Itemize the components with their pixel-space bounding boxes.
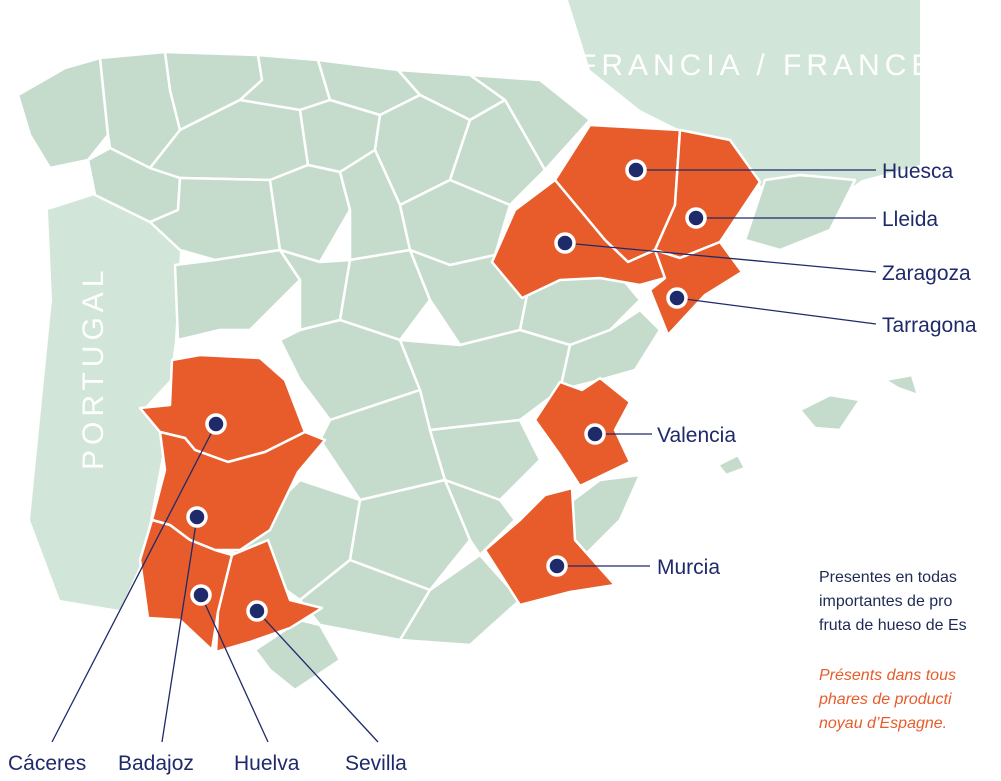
- marker-lleida[interactable]: [685, 207, 707, 229]
- description-fr-line: Présents dans tous: [819, 667, 956, 684]
- marker-huelva[interactable]: [190, 584, 212, 606]
- label-caceres: Cáceres: [8, 752, 86, 775]
- province-tarragona: [648, 240, 744, 337]
- label-tarragona: Tarragona: [882, 314, 977, 337]
- label-huesca: Huesca: [882, 160, 954, 183]
- region-labels: Huesca Lleida Zaragoza Tarragona Valenci…: [8, 160, 977, 775]
- description-es-line: Presentes en todas: [819, 569, 957, 586]
- france-label: FRANCIA / FRANCE: [578, 49, 936, 82]
- leader-tarragona: [676, 297, 877, 325]
- province: [268, 163, 352, 264]
- island: [883, 373, 920, 397]
- label-murcia: Murcia: [657, 556, 720, 579]
- label-huelva: Huelva: [234, 752, 300, 775]
- leader-badajoz: [161, 516, 198, 743]
- province-zaragoza: [490, 178, 667, 300]
- label-badajoz: Badajoz: [118, 752, 194, 775]
- description-fr-line: noyau d’Espagne.: [819, 715, 948, 732]
- leader-lines: [51, 169, 877, 743]
- label-valencia: Valencia: [657, 424, 736, 447]
- markers: [186, 159, 707, 622]
- marker-sevilla[interactable]: [246, 600, 268, 622]
- island: [798, 393, 862, 432]
- province: [443, 478, 517, 557]
- description-es-line: fruta de hueso de Es: [819, 617, 967, 634]
- province: [398, 553, 522, 647]
- leader-caceres: [51, 423, 217, 743]
- description-es-line: importantes de pro: [819, 593, 953, 610]
- province: [338, 248, 432, 342]
- province-valencia: [533, 376, 632, 488]
- marker-huesca[interactable]: [625, 159, 647, 181]
- label-sevilla: Sevilla: [345, 752, 407, 775]
- province: [16, 56, 110, 170]
- province: [448, 98, 547, 207]
- label-lleida: Lleida: [882, 208, 938, 231]
- marker-zaragoza[interactable]: [554, 232, 576, 254]
- description-fr-line: phares de producti: [819, 691, 952, 708]
- france-area: [568, 0, 920, 225]
- leader-huelva: [200, 594, 269, 743]
- label-zaragoza: Zaragoza: [882, 262, 971, 285]
- portugal-area: [30, 195, 180, 610]
- description-es: Presentes en todas importantes de pro fr…: [819, 566, 1001, 638]
- province: [428, 418, 542, 502]
- marker-badajoz[interactable]: [186, 506, 208, 528]
- leader-sevilla: [256, 610, 379, 743]
- marker-murcia[interactable]: [546, 555, 568, 577]
- province-murcia: [483, 486, 617, 607]
- province: [173, 248, 302, 342]
- province: [743, 173, 857, 252]
- marker-caceres[interactable]: [205, 413, 227, 435]
- province-sevilla: [214, 538, 324, 654]
- marker-tarragona[interactable]: [666, 287, 688, 309]
- balearic-islands: [716, 373, 920, 477]
- leader-zaragoza: [564, 242, 877, 273]
- portugal-label: PORTUGAL: [77, 266, 110, 471]
- province: [468, 73, 592, 172]
- highlighted-provinces: [138, 123, 762, 654]
- island: [716, 453, 747, 477]
- marker-valencia[interactable]: [584, 423, 606, 445]
- province: [348, 478, 472, 592]
- description-fr: Présents dans tous phares de producti no…: [819, 664, 1001, 736]
